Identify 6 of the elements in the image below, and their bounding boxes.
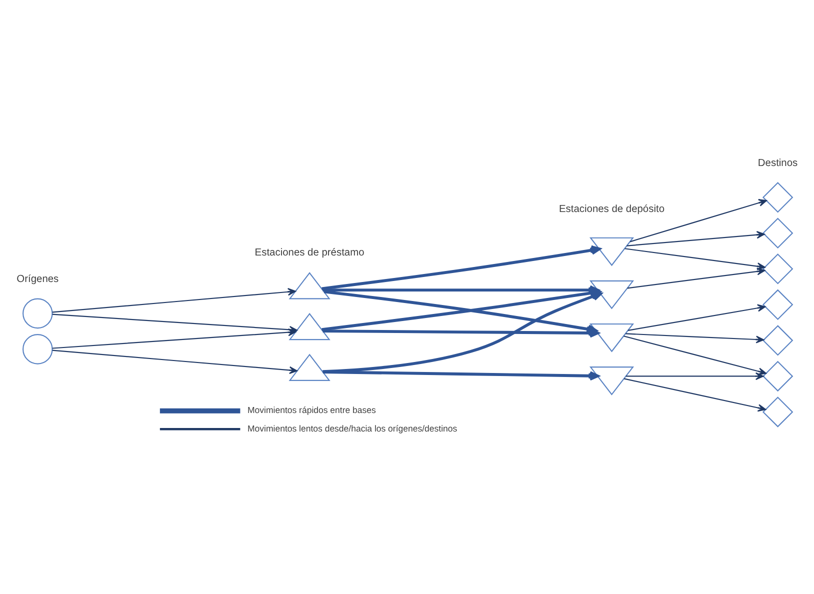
legend-label: Movimientos rápidos entre bases (248, 405, 376, 416)
label: Estaciones de préstamo (254, 248, 364, 259)
legend-label: Movimientos lentos desde/hacia los orígenes/destinos (248, 423, 458, 434)
label: Orígenes (16, 274, 59, 285)
label: Destinos (758, 158, 798, 169)
label: Estaciones de depósito (558, 204, 664, 215)
